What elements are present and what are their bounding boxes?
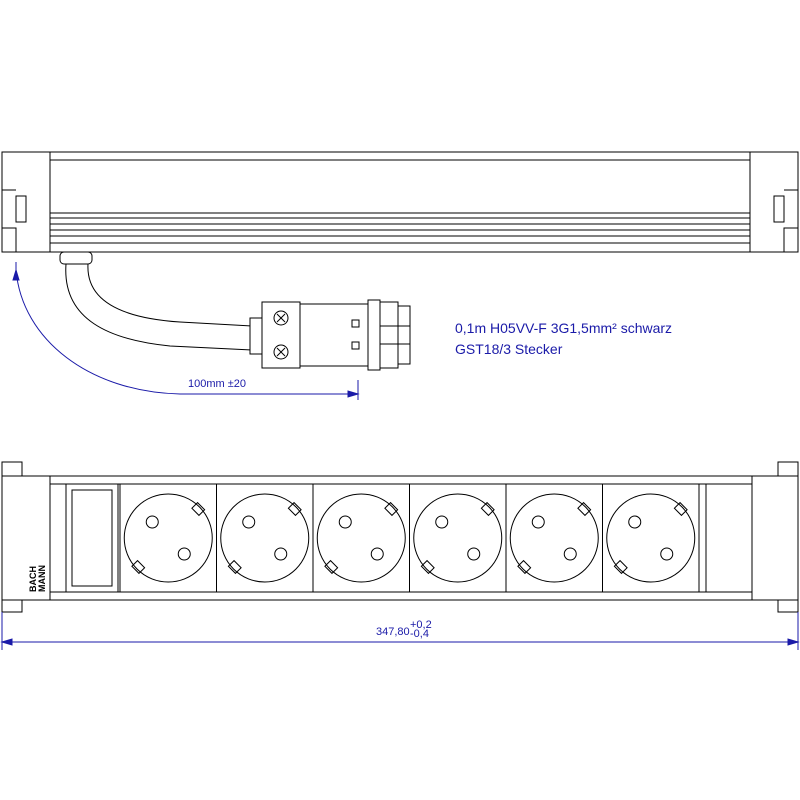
cable-length-label: 100mm ±20 xyxy=(188,378,246,390)
brand-line1: BACH xyxy=(28,566,38,592)
outlet-face xyxy=(509,493,599,583)
outlet-socket xyxy=(505,483,603,593)
plug-connector xyxy=(249,299,411,371)
pin-hole-icon xyxy=(563,547,577,561)
earth-clip-icon xyxy=(613,559,628,575)
pin-hole-icon xyxy=(177,547,191,561)
total-length-dimension xyxy=(0,612,800,650)
outlet-frame xyxy=(119,483,217,593)
total-length-label: 347,80 xyxy=(376,626,410,638)
pin-hole-icon xyxy=(145,515,159,529)
brand-logo: BACH MANN xyxy=(28,565,47,592)
earth-clip-icon xyxy=(577,501,592,517)
top-housing xyxy=(1,151,799,253)
pin-hole-icon xyxy=(628,515,642,529)
outlet-socket xyxy=(119,483,217,593)
cable-spec-label: 0,1m H05VV-F 3G1,5mm² schwarz xyxy=(455,320,672,336)
outlet-frame xyxy=(216,483,314,593)
outlet-socket xyxy=(602,483,700,593)
pin-hole-icon xyxy=(531,515,545,529)
outlet-group xyxy=(119,483,700,593)
blank-panel xyxy=(65,483,119,593)
outlet-socket xyxy=(216,483,314,593)
earth-clip-icon xyxy=(480,501,495,517)
earth-clip-icon xyxy=(420,559,435,575)
outlet-face xyxy=(123,493,213,583)
cable-dimension xyxy=(12,262,360,400)
outlet-frame xyxy=(505,483,603,593)
brand-line2: MANN xyxy=(37,565,47,592)
outlet-face xyxy=(606,493,696,583)
earth-clip-icon xyxy=(131,559,146,575)
total-length-tol-plus: +0,2 xyxy=(410,619,432,631)
cable xyxy=(65,263,253,351)
outlet-frame xyxy=(409,483,507,593)
total-length-tol-minus: -0,4 xyxy=(410,628,429,640)
outlet-socket xyxy=(312,483,410,593)
pin-hole-icon xyxy=(467,547,481,561)
outlet-frame xyxy=(602,483,700,593)
outlet-socket xyxy=(409,483,507,593)
earth-clip-icon xyxy=(287,501,302,517)
outlet-face xyxy=(413,493,503,583)
pin-hole-icon xyxy=(274,547,288,561)
pin-hole-icon xyxy=(435,515,449,529)
pin-hole-icon xyxy=(370,547,384,561)
pin-hole-icon xyxy=(660,547,674,561)
right-endcap xyxy=(751,475,799,601)
earth-clip-icon xyxy=(191,501,206,517)
earth-clip-icon xyxy=(384,501,399,517)
top-view xyxy=(1,151,799,265)
earth-clip-icon xyxy=(227,559,242,575)
outlet-frame xyxy=(312,483,410,593)
earth-clip-icon xyxy=(324,559,339,575)
brand-block xyxy=(1,475,51,601)
earth-clip-icon xyxy=(517,559,532,575)
pin-hole-icon xyxy=(242,515,256,529)
pin-hole-icon xyxy=(338,515,352,529)
front-housing xyxy=(1,475,799,601)
earth-clip-icon xyxy=(673,501,688,517)
plug-spec-label: GST18/3 Stecker xyxy=(455,341,563,357)
outlet-face xyxy=(316,493,406,583)
outlet-face xyxy=(220,493,310,583)
